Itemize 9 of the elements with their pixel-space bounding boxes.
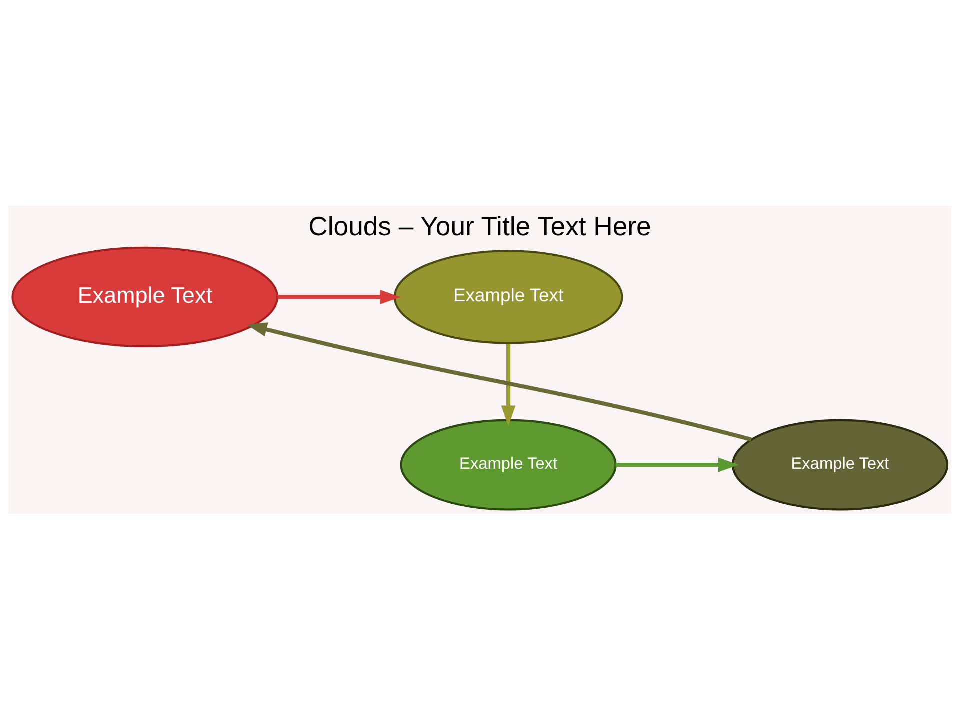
node-ellipse: Example Text xyxy=(12,246,278,348)
arrow xyxy=(246,322,752,442)
node-ellipse: Example Text xyxy=(400,419,617,511)
diagram-title: Clouds – Your Title Text Here xyxy=(308,211,652,242)
arrow xyxy=(501,344,516,426)
node-ellipse: Example Text xyxy=(732,419,949,511)
arrow xyxy=(278,290,401,304)
arrow xyxy=(616,458,740,472)
node-ellipse: Example Text xyxy=(394,250,624,344)
